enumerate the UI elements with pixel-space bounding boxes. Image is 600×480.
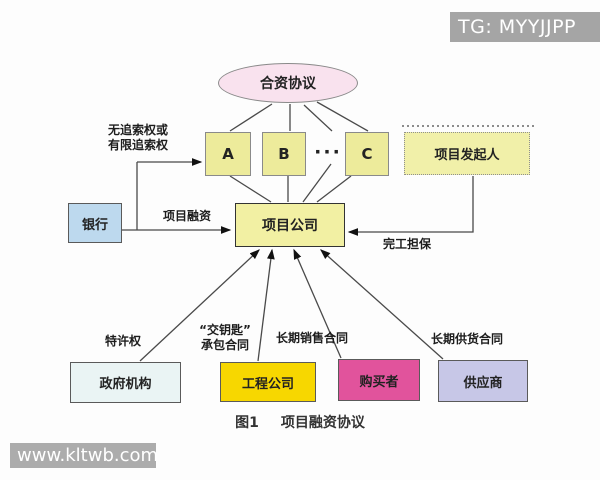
edge-agreement-c: [316, 101, 369, 132]
figure-caption: 图1 项目融资协议: [0, 412, 600, 432]
node-government-agency: 政府机构: [70, 362, 181, 403]
label-franchise-right: 特许权: [105, 334, 142, 348]
label-long-term-sales-contract: 长期销售合同: [276, 331, 349, 345]
label-turnkey-contract: “交钥匙” 承包合同: [193, 323, 257, 353]
label-recourse-line2: 有限追索权: [108, 138, 169, 152]
label-project-financing: 项目融资: [163, 209, 212, 223]
node-buyer: 购买者: [338, 359, 420, 401]
label-turnkey-line2: 承包合同: [200, 338, 249, 352]
edge-supplier-company: [320, 249, 444, 360]
node-shareholder-b: B: [262, 132, 306, 176]
label-long-term-supply-contract: 长期供货合同: [431, 332, 504, 346]
node-project-company: 项目公司: [235, 203, 345, 247]
edge-sponsor-company: [347, 176, 474, 236]
shareholder-ellipsis: ···: [314, 141, 342, 163]
edge-agreement-dots: [303, 104, 333, 132]
node-shareholder-a: A: [205, 132, 251, 176]
label-turnkey-line1: “交钥匙”: [199, 323, 251, 337]
edge-buyer-company: [293, 248, 342, 359]
node-supplier: 供应商: [438, 360, 528, 402]
watermark-website: www.kltwb.com: [10, 443, 158, 468]
figure-caption-number: 图1: [235, 415, 259, 431]
label-recourse: 无追索权或 有限追索权: [108, 123, 168, 153]
edge-engineering-company: [257, 248, 275, 362]
label-completion-guarantee: 完工担保: [383, 237, 432, 251]
label-recourse-line1: 无追索权或: [108, 123, 169, 137]
figure-caption-title: 项目融资协议: [280, 415, 365, 431]
watermark-telegram: TG: MYYJJPP: [450, 12, 600, 42]
edge-c-company: [316, 175, 352, 203]
edge-government-company: [139, 249, 260, 362]
node-joint-venture-agreement: 合资协议: [218, 63, 358, 103]
node-engineering-company: 工程公司: [220, 362, 316, 402]
edge-a-company: [229, 175, 272, 203]
node-shareholder-c: C: [345, 132, 389, 176]
edge-agreement-a: [229, 103, 273, 132]
node-project-sponsor: 项目发起人: [404, 132, 530, 175]
node-bank: 银行: [68, 203, 122, 243]
edge-dots-company: [302, 163, 332, 203]
